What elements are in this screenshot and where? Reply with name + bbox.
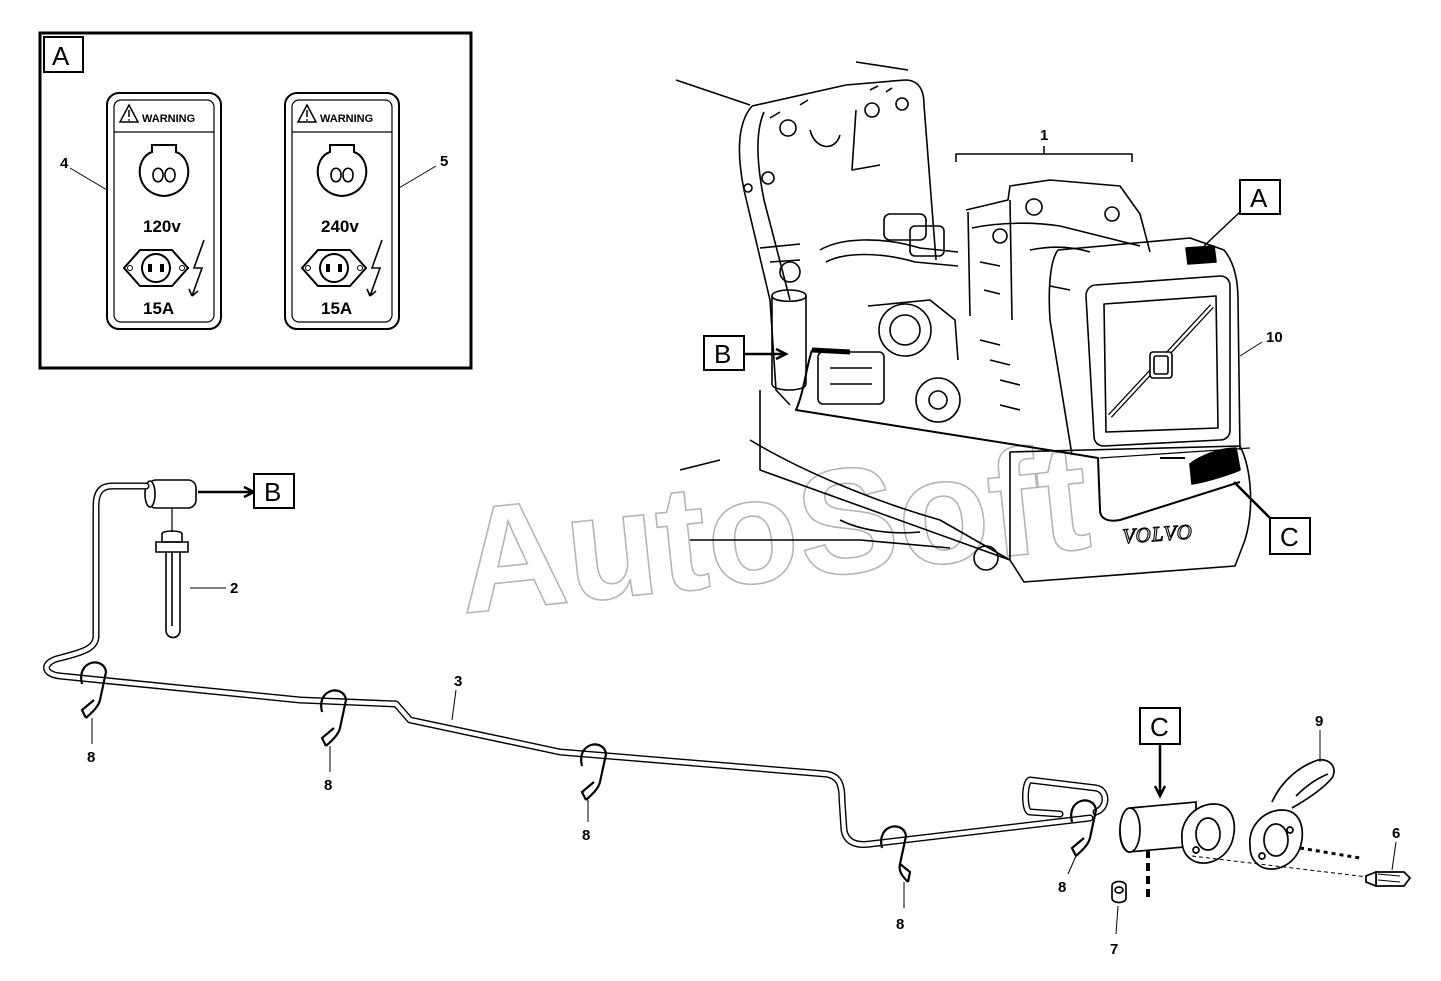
socket-plate-icon (122, 249, 190, 287)
view-key-a: A (1250, 183, 1268, 213)
decal-amperage: 15A (143, 299, 174, 318)
view-key-box-a (1239, 179, 1281, 215)
leader-arrow-b (744, 347, 789, 361)
part-label-5: 5 (440, 153, 448, 170)
bracket-1 (955, 146, 1133, 162)
volvo-badge: VOLVO (1121, 519, 1193, 548)
socket-detail (1111, 758, 1412, 904)
socket-plate-icon (300, 249, 368, 287)
machine-illustration: VOLVO (675, 61, 1252, 583)
part-label-2: 2 (230, 580, 238, 597)
clip-icon (320, 689, 348, 747)
view-key-c: C (1280, 522, 1299, 552)
view-key-b: B (714, 339, 731, 369)
inset-key: A (52, 41, 70, 71)
watermark: AutoSoft (449, 412, 1096, 645)
clip-icon (880, 825, 912, 883)
lightning-bolt-icon (188, 239, 205, 297)
heater-bulb-icon (138, 144, 190, 198)
part-label-7: 7 (1110, 941, 1118, 958)
decal-voltage: 240v (321, 217, 359, 236)
leader-arrow-b-detail (198, 485, 257, 499)
part-label-6: 6 (1392, 825, 1400, 842)
clip-icon (1070, 799, 1098, 857)
part-label-8: 8 (1058, 879, 1066, 896)
decal-warning-text: WARNING (142, 113, 195, 125)
heater-bulb-icon (316, 144, 368, 198)
decal-240v: WARNING 240v 15A (284, 92, 400, 330)
decal-120v: WARNING 120v 15A (106, 92, 222, 330)
detail-key-box-c (1139, 707, 1181, 745)
view-key-box-c (1269, 517, 1311, 555)
part-label-3: 3 (454, 673, 462, 690)
detail-key-c: C (1150, 712, 1169, 742)
leader-arrow-c (1233, 481, 1271, 519)
detail-key-box-b (253, 473, 295, 509)
part-label-10: 10 (1266, 329, 1283, 346)
part-label-9: 9 (1315, 713, 1323, 730)
part-label-1: 1 (1040, 127, 1048, 144)
inset-panel: A WARNING 120v (38, 31, 473, 370)
decal-amperage: 15A (321, 299, 352, 318)
inset-key-box (43, 36, 84, 73)
warning-triangle-icon (296, 103, 318, 123)
part-label-8: 8 (582, 827, 590, 844)
detail-key-b: B (264, 477, 281, 507)
cable-harness (43, 482, 1109, 848)
part-label-8: 8 (324, 777, 332, 794)
clip-icon (80, 661, 108, 719)
decal-voltage: 120v (143, 217, 181, 236)
lightning-bolt-icon (366, 239, 383, 297)
part-label-4: 4 (60, 155, 69, 172)
heater-element-detail (144, 479, 197, 639)
part-label-8: 8 (896, 916, 904, 933)
leader-arrow-c-detail (1153, 744, 1167, 799)
warning-triangle-icon (118, 103, 140, 123)
clip-icon (580, 743, 608, 801)
part-label-8: 8 (87, 749, 95, 766)
decal-warning-text: WARNING (320, 113, 373, 125)
